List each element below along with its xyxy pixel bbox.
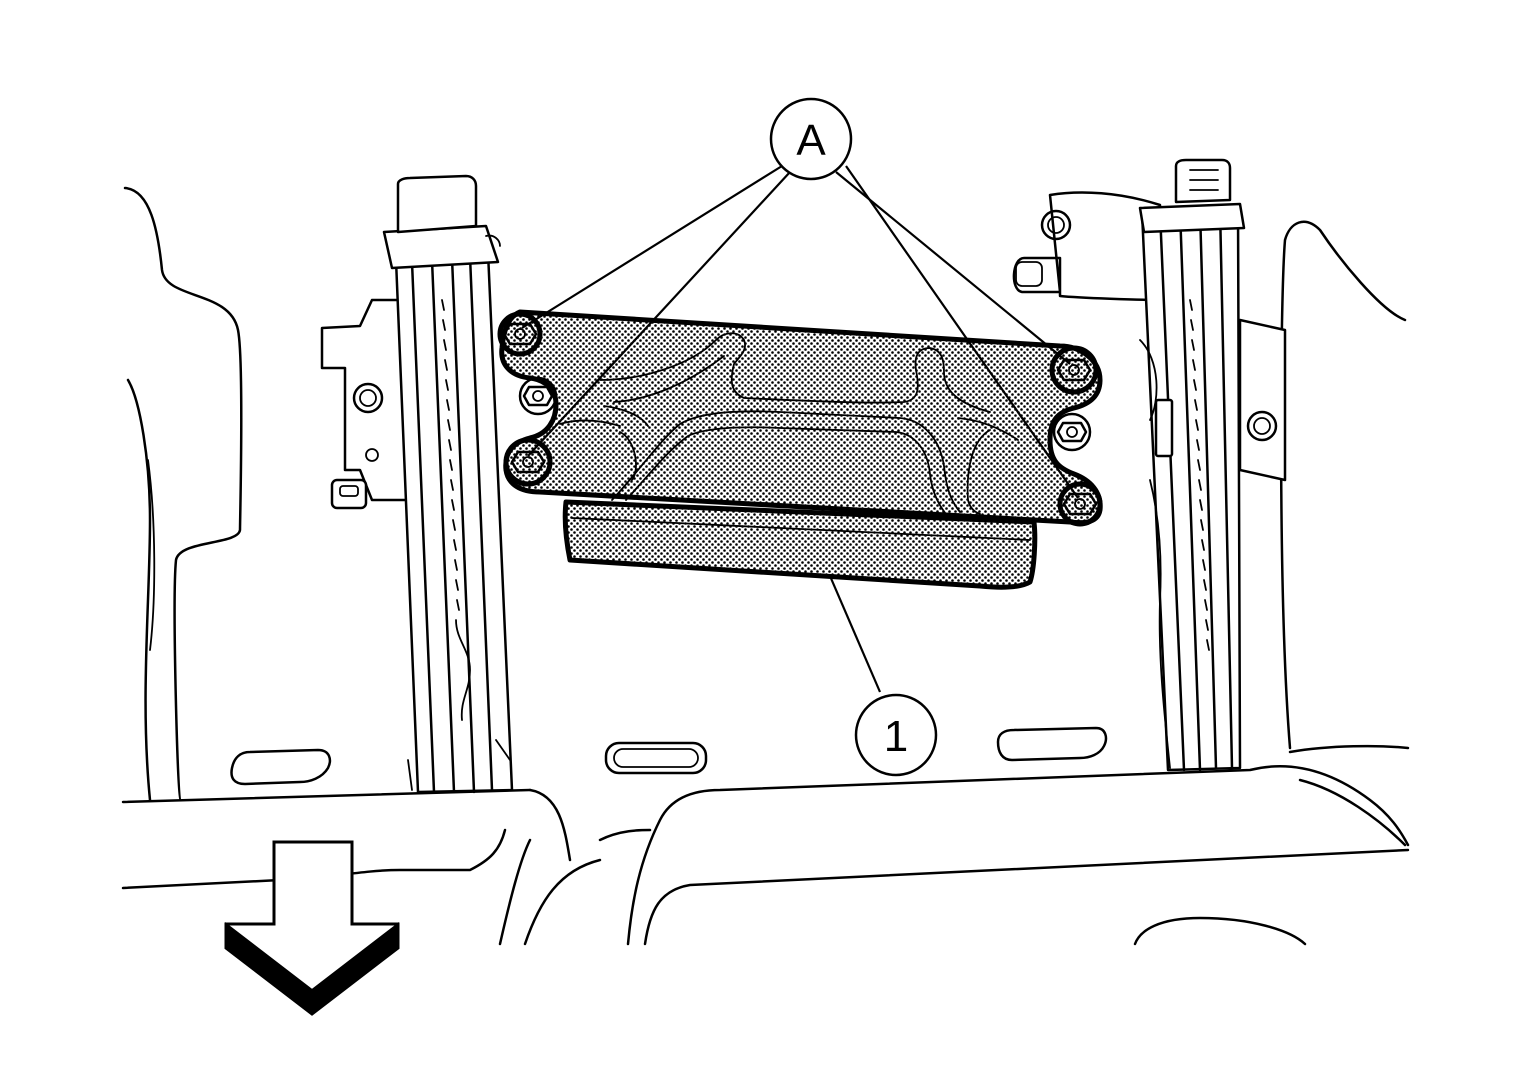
down-arrow-icon <box>224 840 400 1016</box>
callout-a-label: A <box>796 116 826 165</box>
fastener-bolts <box>497 311 1103 527</box>
right-rail-slots <box>1189 299 1210 651</box>
callout-1-label: 1 <box>884 712 908 761</box>
bolt-icon <box>518 376 558 416</box>
bolt-icon <box>1052 412 1092 452</box>
left-seat-rail <box>320 174 514 794</box>
floor-pad-left <box>230 748 332 786</box>
bolt-icon <box>503 437 553 487</box>
right-seat-rail <box>1012 158 1287 772</box>
bolt-icon <box>1057 481 1103 527</box>
callout-a: A <box>769 97 853 181</box>
floor-pad-right <box>996 726 1108 762</box>
leader-lines <box>521 165 1079 693</box>
left-rail-slots <box>441 299 460 611</box>
callout-1: 1 <box>854 693 938 777</box>
floor-pad-center <box>604 741 708 775</box>
module-part-1 <box>499 309 1103 590</box>
bolt-icon <box>1049 345 1099 395</box>
